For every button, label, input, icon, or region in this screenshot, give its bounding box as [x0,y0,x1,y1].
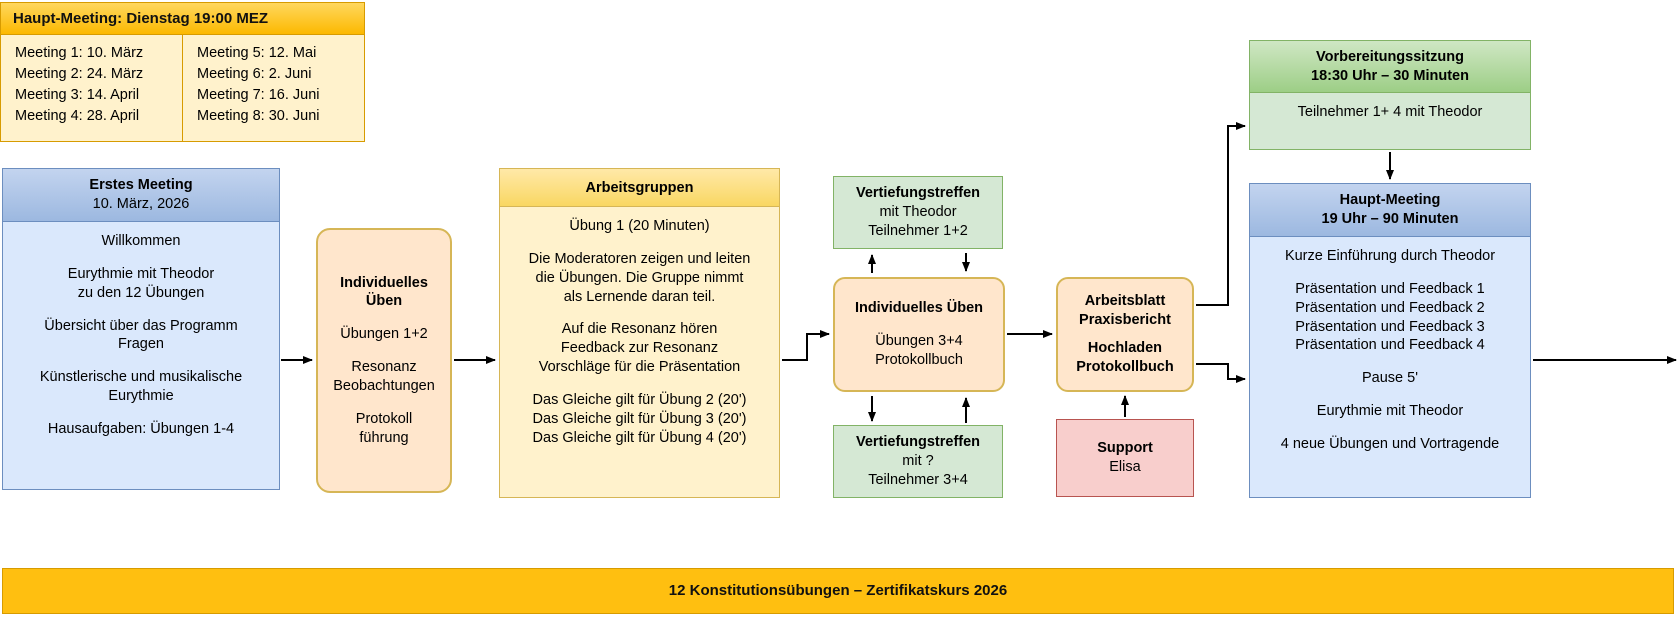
node-support: Support Elisa [1056,419,1194,497]
body-line: Präsentation und Feedback 2 [1295,299,1485,316]
arbeitsgruppen-body: Übung 1 (20 Minuten) Die Moderatoren zei… [500,207,779,457]
node-vertiefungstreffen-top: Vertiefungstreffen mit Theodor Teilnehme… [833,176,1003,249]
body-line: Präsentation und Feedback 1 [1295,280,1485,297]
node-individuelles-uben-2: Individuelles Üben Übungen 3+4 Protokoll… [833,277,1005,392]
vertiefung-bottom-title: Vertiefungstreffen [855,434,981,451]
uben2-line2: Übungen 3+4 [875,333,963,350]
body-line: Hausaufgaben: Übungen 1-4 [47,420,235,437]
arbeitsblatt-line2: Praxisbericht [1079,312,1171,329]
schedule-header: Haupt-Meeting: Dienstag 19:00 MEZ [1,3,364,35]
body-line: die Übungen. Die Gruppe nimmt [535,269,744,286]
haupt-meeting-title: Haupt-Meeting [1339,192,1441,208]
node-individuelles-uben-1: Individuelles Üben Übungen 1+2 Resonanz … [316,228,452,493]
body-line: Fragen [118,336,164,353]
arrow-arbeitsblatt-to-vorbereitung [1196,122,1246,306]
arrow-arbeitsblatt-to-haupt [1196,363,1246,383]
body-line: führung [359,429,409,446]
vertiefung-bottom-line2: mit ? [902,453,934,470]
body-line: zu den 12 Übungen [77,284,205,301]
body-line: Auf die Resonanz hören [561,321,718,338]
body-line: Übung 1 (20 Minuten) [569,218,710,234]
course-title-text: 12 Konstitutionsübungen – Zertifikatskur… [668,582,1008,600]
haupt-meeting-body: Kurze Einführung durch Theodor Präsentat… [1250,237,1530,464]
body-line: Das Gleiche gilt für Übung 4 (20') [532,429,747,446]
schedule-item: Meeting 3: 14. April [15,87,140,104]
schedule-column-right: Meeting 5: 12. Mai Meeting 6: 2. Juni Me… [183,35,364,142]
arbeitsgruppen-header: Arbeitsgruppen [500,169,779,207]
body-line: Übungen 1+2 [340,326,428,343]
vorbereitung-body: Teilnehmer 1+ 4 mit Theodor [1297,104,1483,120]
node-arbeitsblatt: Arbeitsblatt Praxisbericht Hochladen Pro… [1056,277,1194,392]
schedule-item: Meeting 2: 24. März [15,66,144,83]
body-line: Protokoll [355,410,413,427]
schedule-item: Meeting 6: 2. Juni [197,66,312,83]
arbeitsblatt-line4: Protokollbuch [1076,358,1174,375]
body-line: als Lernende daran teil. [563,288,716,305]
haupt-meeting-header: Haupt-Meeting 19 Uhr – 90 Minuten [1250,184,1530,237]
vorbereitung-header: Vorbereitungssitzung 18:30 Uhr – 30 Minu… [1250,41,1530,93]
body-line: Vorschläge für die Präsentation [538,359,741,376]
support-name: Elisa [1109,459,1141,475]
schedule-item: Meeting 1: 10. März [15,45,144,61]
body-line: Die Moderatoren zeigen und leiten [528,250,751,267]
body-line: Präsentation und Feedback 3 [1295,318,1485,335]
vertiefung-bottom-line3: Teilnehmer 3+4 [868,471,968,488]
body-line: Übersicht über das Programm [44,317,238,334]
body-line: Willkommen [101,233,181,249]
erstes-meeting-body: Willkommen Eurythmie mit Theodor zu den … [3,222,279,449]
body-line: Präsentation und Feedback 4 [1295,337,1485,354]
vorbereitung-time: 18:30 Uhr – 30 Minuten [1311,67,1469,84]
vertiefung-top-line3: Teilnehmer 1+2 [868,222,968,239]
node-vorbereitungssitzung: Vorbereitungssitzung 18:30 Uhr – 30 Minu… [1249,40,1531,150]
uben2-title: Individuelles Üben [854,300,984,317]
erstes-meeting-header: Erstes Meeting 10. März, 2026 [3,169,279,222]
schedule-item: Meeting 7: 16. Juni [197,87,320,104]
arbeitsblatt-line3: Hochladen [1087,340,1163,356]
meeting-schedule-panel: Haupt-Meeting: Dienstag 19:00 MEZ Meetin… [0,2,365,142]
body-line: Künstlerische und musikalische [39,369,243,386]
arbeitsblatt-line1: Arbeitsblatt [1084,293,1166,310]
body-line: Eurythmie [108,388,174,405]
schedule-item: Meeting 5: 12. Mai [197,45,317,61]
course-title-banner: 12 Konstitutionsübungen – Zertifikatskur… [2,568,1674,614]
schedule-item: Meeting 4: 28. April [15,108,140,125]
node-haupt-meeting: Haupt-Meeting 19 Uhr – 90 Minuten Kurze … [1249,183,1531,498]
body-line: Das Gleiche gilt für Übung 3 (20') [532,410,747,427]
uben1-title-line1: Individuelles [340,274,428,291]
body-line: 4 neue Übungen und Vortragende [1280,435,1500,452]
individuelles-uben-1-body: Individuelles Üben Übungen 1+2 Resonanz … [333,274,435,448]
node-arbeitsgruppen: Arbeitsgruppen Übung 1 (20 Minuten) Die … [499,168,780,498]
uben2-line3: Protokollbuch [875,351,963,368]
vertiefung-top-line2: mit Theodor [879,204,957,221]
body-line: Das Gleiche gilt für Übung 2 (20') [532,391,747,408]
body-line: Kurze Einführung durch Theodor [1284,248,1496,264]
body-line: Eurythmie mit Theodor [1316,403,1464,420]
vorbereitung-title: Vorbereitungssitzung [1316,49,1464,65]
node-erstes-meeting: Erstes Meeting 10. März, 2026 Willkommen… [2,168,280,490]
erstes-meeting-title: Erstes Meeting [89,177,193,193]
schedule-column-left: Meeting 1: 10. März Meeting 2: 24. März … [1,35,183,142]
haupt-meeting-time: 19 Uhr – 90 Minuten [1321,210,1459,227]
erstes-meeting-date: 10. März, 2026 [92,195,190,212]
body-line: Pause 5' [1362,370,1418,387]
body-line: Beobachtungen [333,377,435,394]
schedule-item: Meeting 8: 30. Juni [197,108,320,125]
node-vertiefungstreffen-bottom: Vertiefungstreffen mit ? Teilnehmer 3+4 [833,425,1003,498]
body-line: Resonanz [351,359,417,376]
arrow-arbeitsgruppen-to-uben2 [782,330,830,361]
vertiefung-top-title: Vertiefungstreffen [855,185,981,202]
body-line: Feedback zur Resonanz [560,340,719,357]
support-title: Support [1097,440,1153,457]
body-line: Eurythmie mit Theodor [67,265,215,282]
uben1-title-line2: Üben [365,293,403,310]
